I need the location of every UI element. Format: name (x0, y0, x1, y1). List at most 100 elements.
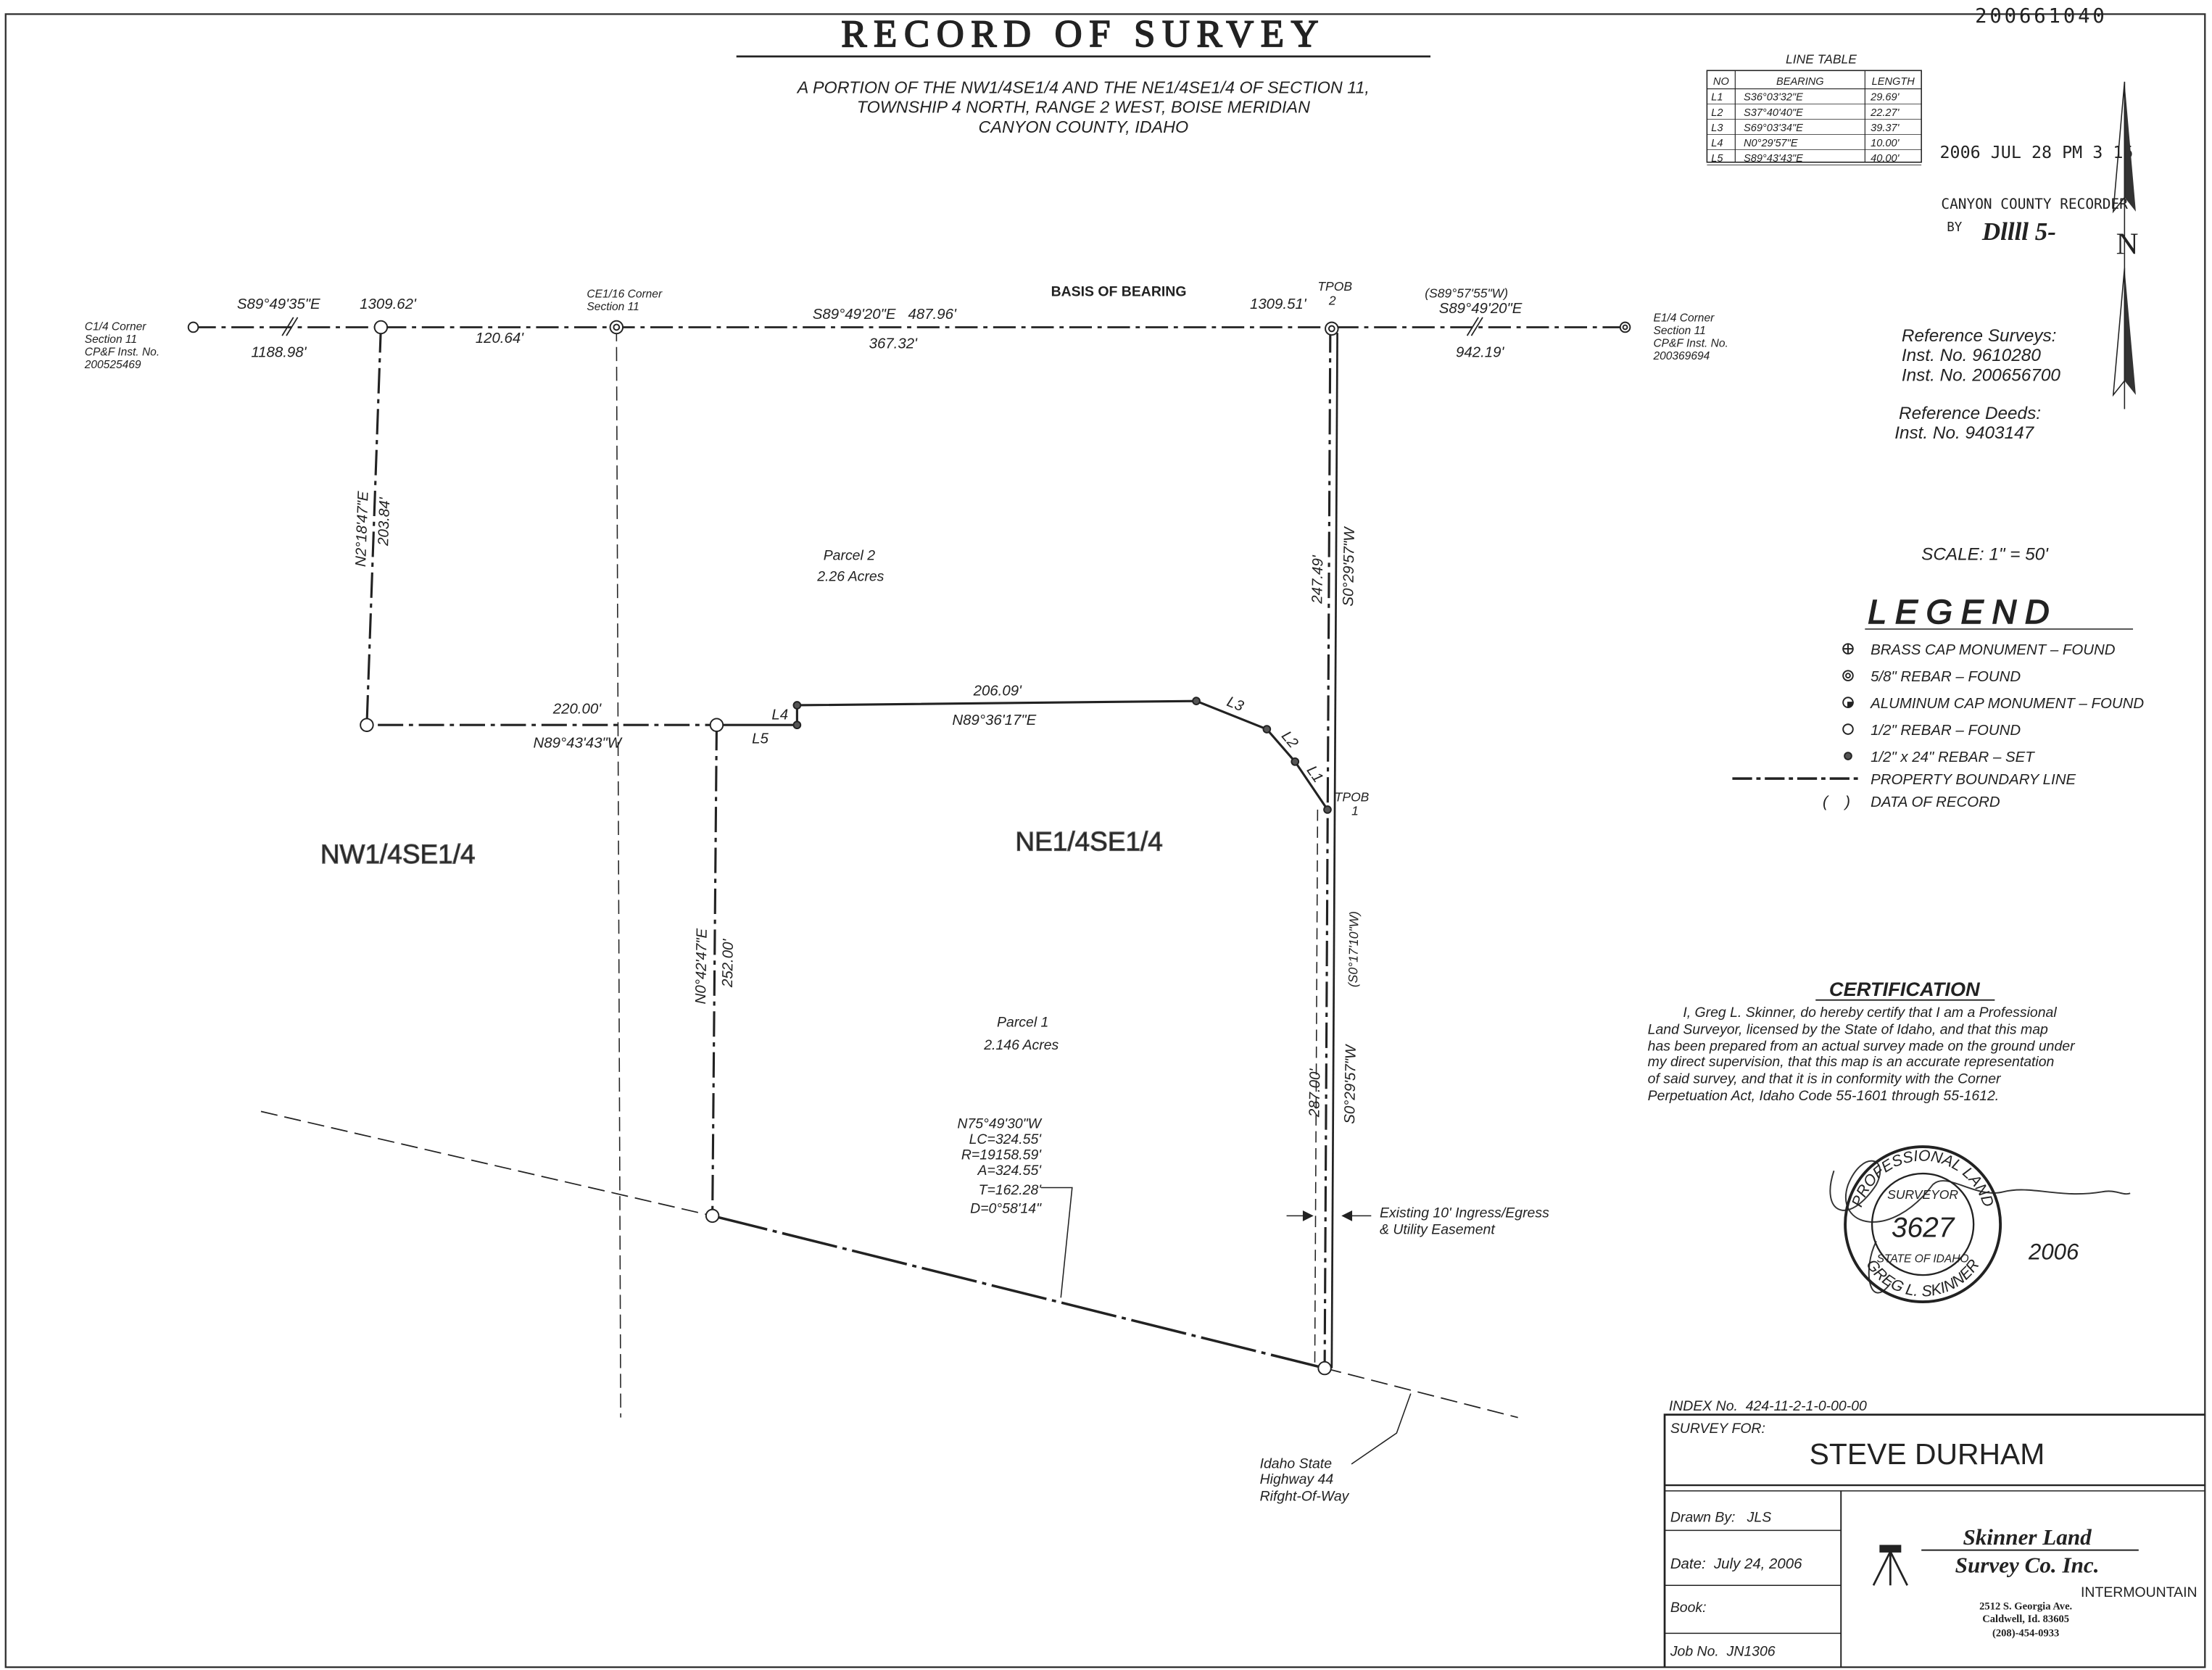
label-1188-98: 1188.98' (251, 344, 307, 360)
ref-survey-2: Inst. No. 200656700 (1902, 365, 2060, 385)
ce116-line-1: CE1/16 Corner (587, 288, 663, 301)
company-address-2: Caldwell, Id. 83605 (1982, 1613, 2069, 1625)
line-table-cell-length: 39.37' (1871, 122, 1900, 134)
monuments (187, 320, 1631, 1376)
label-n0-42: N0°42'47"E (693, 928, 711, 1004)
highway-line-1: Idaho State (1260, 1456, 1333, 1472)
tpob1-line-1: TPOB (1335, 789, 1370, 804)
label-120-64: 120.64' (476, 331, 524, 346)
label-s0-29-a: S0°29'57"W (1341, 526, 1358, 607)
rebar-marker-sw (360, 718, 374, 732)
curve-data: N75°49'30"W LC=324.55' R=19158.59' A=324… (957, 1116, 1042, 1217)
legend-label-rebar-12: 1/2" REBAR – FOUND (1871, 723, 2021, 739)
label-s89-35: S89°49'35"E (237, 296, 320, 312)
stamp-line-1: 2006 JUL 28 PM 3 15 (1939, 142, 2133, 162)
cert-line-1: I, Greg L. Skinner, do hereby certify th… (1683, 1005, 2057, 1021)
curve-lc: LC=324.55' (969, 1131, 1043, 1147)
label-1309-51: 1309.51' (1250, 296, 1307, 312)
line-table-cell-no: L4 (1711, 138, 1723, 149)
line-table-cell-no: L5 (1711, 153, 1723, 165)
east-line-b (1330, 333, 1338, 1368)
curve-r: R=19158.59' (961, 1147, 1042, 1163)
line-table-header-bearing: BEARING (1776, 76, 1824, 88)
tpob1-marker (1323, 805, 1332, 814)
seal-inner-text: SURVEYOR (1887, 1187, 1958, 1202)
document-number: 200661040 (1975, 5, 2108, 28)
title-block: INDEX No. 424-11-2-1-0-00-00 SURVEY FOR:… (1663, 1398, 2205, 1668)
label-rec-s89-55: (S89°57'55"W) (1425, 286, 1508, 301)
subtitle-line-3: CANYON COUNTY, IDAHO (979, 117, 1189, 136)
job-number: Job No. JN1306 (1670, 1644, 1776, 1660)
rebar-12-icon (1842, 723, 1854, 735)
parcel-labels: Parcel 2 2.26 Acres Parcel 1 2.146 Acres… (320, 548, 1163, 1053)
book-field: Book: (1670, 1600, 1707, 1616)
c14-line-2: Section 11 (85, 333, 137, 346)
parcel-2-name: Parcel 2 (824, 548, 875, 564)
e14-line-2: Section 11 (1653, 325, 1705, 337)
stamp-signature: Dllll 5- (1981, 217, 2056, 246)
stamp-line-2: CANYON COUNTY RECORDER (1941, 196, 2128, 212)
legend: LEGEND ( ) BRASS CAP MONUMENT – FOUND5/8… (1732, 592, 2144, 810)
e14-line-1: E1/4 Corner (1653, 312, 1715, 325)
e14-line-3: CP&F Inst. No. (1653, 338, 1728, 350)
company-name-2: Survey Co. Inc. (1955, 1553, 2100, 1578)
scale: SCALE: 1" = 50' (1921, 545, 2049, 565)
rebar-set-l2 (1262, 725, 1272, 734)
ref-deed-1: Inst. No. 9403147 (1894, 423, 2034, 443)
rebar-marker (373, 320, 389, 335)
line-table-cell-bearing: S36°03'32"E (1744, 92, 1803, 104)
line-table-header-no: NO (1713, 76, 1729, 88)
parcel-1-area: 2.146 Acres (983, 1037, 1059, 1053)
label-206-09: 206.09' (973, 683, 1022, 699)
north-label: N (2116, 227, 2139, 261)
highway-row-east (1324, 1367, 1518, 1418)
tripod-icon (1872, 1545, 1908, 1586)
sixteenth-line (616, 327, 621, 1418)
rebar-marker-mid (709, 718, 724, 732)
curve-d: D=0°58'14" (970, 1201, 1042, 1217)
index-number: INDEX No. 424-11-2-1-0-00-00 (1669, 1398, 1867, 1414)
legend-label-aluminum-cap: ALUMINUM CAP MONUMENT – FOUND (1870, 696, 2144, 712)
highway-row-west (260, 1110, 713, 1217)
nw-quarter-label: NW1/4SE1/4 (320, 839, 476, 869)
cert-line-4: my direct supervision, that this map is … (1648, 1054, 2055, 1070)
label-252: 252.00' (720, 938, 737, 988)
label-l5: L5 (752, 731, 769, 747)
label-1309-62: 1309.62' (360, 296, 417, 312)
surveyor-seal: PROFESSIONAL LAND GREG L. SKINNER SURVEY… (1844, 1145, 2002, 1304)
legend-title: LEGEND (1868, 593, 2058, 631)
label-n89-36: N89°36'17"E (952, 713, 1036, 728)
rebar-marker-se-highway (1317, 1360, 1332, 1376)
line-table-cell-no: L2 (1711, 107, 1723, 119)
cert-line-3: has been prepared from an actual survey … (1648, 1039, 2076, 1055)
c14-corner-marker (187, 321, 199, 333)
stamp-line-3: BY (1947, 220, 1963, 235)
ne-quarter-label: NE1/4SE1/4 (1015, 826, 1162, 856)
label-942-19: 942.19' (1456, 344, 1504, 360)
client-name: STEVE DURHAM (1810, 1437, 2045, 1471)
label-s0-29-b: S0°29'57"W (1342, 1044, 1359, 1124)
legend-label-rebar-set: 1/2" x 24" REBAR – SET (1871, 749, 2035, 765)
certification: CERTIFICATION I, Greg L. Skinner, do her… (1648, 978, 2131, 1304)
rebar-58-icon (1842, 670, 1854, 681)
highway-leader (1351, 1393, 1412, 1465)
easement-line-2: & Utility Easement (1380, 1222, 1496, 1238)
label-n89-43: N89°43'43"W (534, 735, 623, 751)
legend-symbols (1732, 643, 1860, 780)
e14-line-4: 200369694 (1652, 350, 1710, 362)
curve-t: T=162.28' (979, 1182, 1043, 1198)
label-l2: L2 (1278, 728, 1301, 752)
rebar-set-icon (1844, 752, 1852, 760)
ce116-line-2: Section 11 (587, 301, 639, 313)
company-address-1: 2512 S. Georgia Ave. (1979, 1600, 2072, 1612)
line-table-title: LINE TABLE (1786, 52, 1857, 67)
c14-line-3: CP&F Inst. No. (85, 346, 160, 358)
subtitle: A PORTION OF THE NW1/4SE1/4 AND THE NE1/… (796, 78, 1370, 136)
seal-state: STATE OF IDAHO (1877, 1253, 1969, 1266)
label-l1: L1 (1304, 763, 1326, 786)
legend-label-rebar-58: 5/8" REBAR – FOUND (1871, 669, 2021, 685)
watermark: INTERMOUNTAIN (2081, 1584, 2197, 1600)
